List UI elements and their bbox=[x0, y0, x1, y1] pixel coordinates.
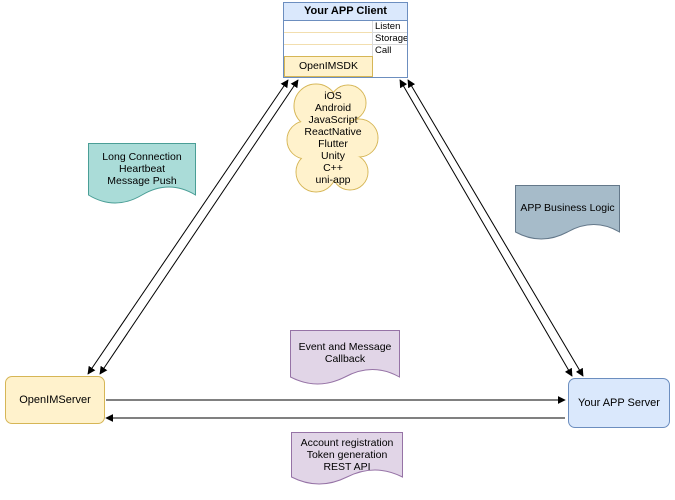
openimsdk-node: OpenIMSDK bbox=[284, 56, 373, 77]
note-app-business-logic: APP Business Logic bbox=[515, 185, 620, 250]
document-shape bbox=[290, 330, 400, 385]
client-row-call: Call bbox=[375, 45, 392, 56]
document-shape bbox=[291, 432, 403, 485]
note-rest-api: Account registration Token generation RE… bbox=[291, 432, 403, 495]
arrow-openimserver-client-a bbox=[87, 79, 289, 375]
client-row-listen: Listen bbox=[373, 21, 407, 33]
note-long-connection: Long Connection Heartbeat Message Push bbox=[88, 143, 196, 215]
note-event-callback-text: Event and Message Callback bbox=[298, 341, 392, 365]
openimserver-node: OpenIMServer bbox=[5, 376, 105, 424]
note-app-business-logic-text: APP Business Logic bbox=[520, 202, 615, 214]
app-server-node: Your APP Server bbox=[568, 378, 670, 428]
platforms-cloud: iOS Android JavaScript ReactNative Flutt… bbox=[286, 82, 380, 194]
app-client-body: Listen Storage Call OpenIMSDK bbox=[284, 21, 407, 77]
arrow-openimserver-client-b bbox=[99, 79, 299, 375]
client-interface-rows: Listen Storage Call bbox=[372, 21, 407, 77]
app-client-node: Your APP Client Listen Storage Call Open… bbox=[283, 2, 408, 78]
arrow-appserver-client-b bbox=[407, 79, 584, 377]
client-grid-line bbox=[284, 32, 373, 33]
note-event-callback: Event and Message Callback bbox=[290, 330, 400, 395]
document-shape bbox=[515, 185, 620, 240]
app-client-title: Your APP Client bbox=[284, 3, 407, 21]
client-grid-line bbox=[284, 44, 373, 45]
note-rest-api-text: Account registration Token generation RE… bbox=[300, 437, 394, 473]
note-long-connection-text: Long Connection Heartbeat Message Push bbox=[102, 151, 182, 187]
client-row-storage: Storage bbox=[373, 33, 407, 45]
platforms-list: iOS Android JavaScript ReactNative Flutt… bbox=[304, 90, 362, 186]
